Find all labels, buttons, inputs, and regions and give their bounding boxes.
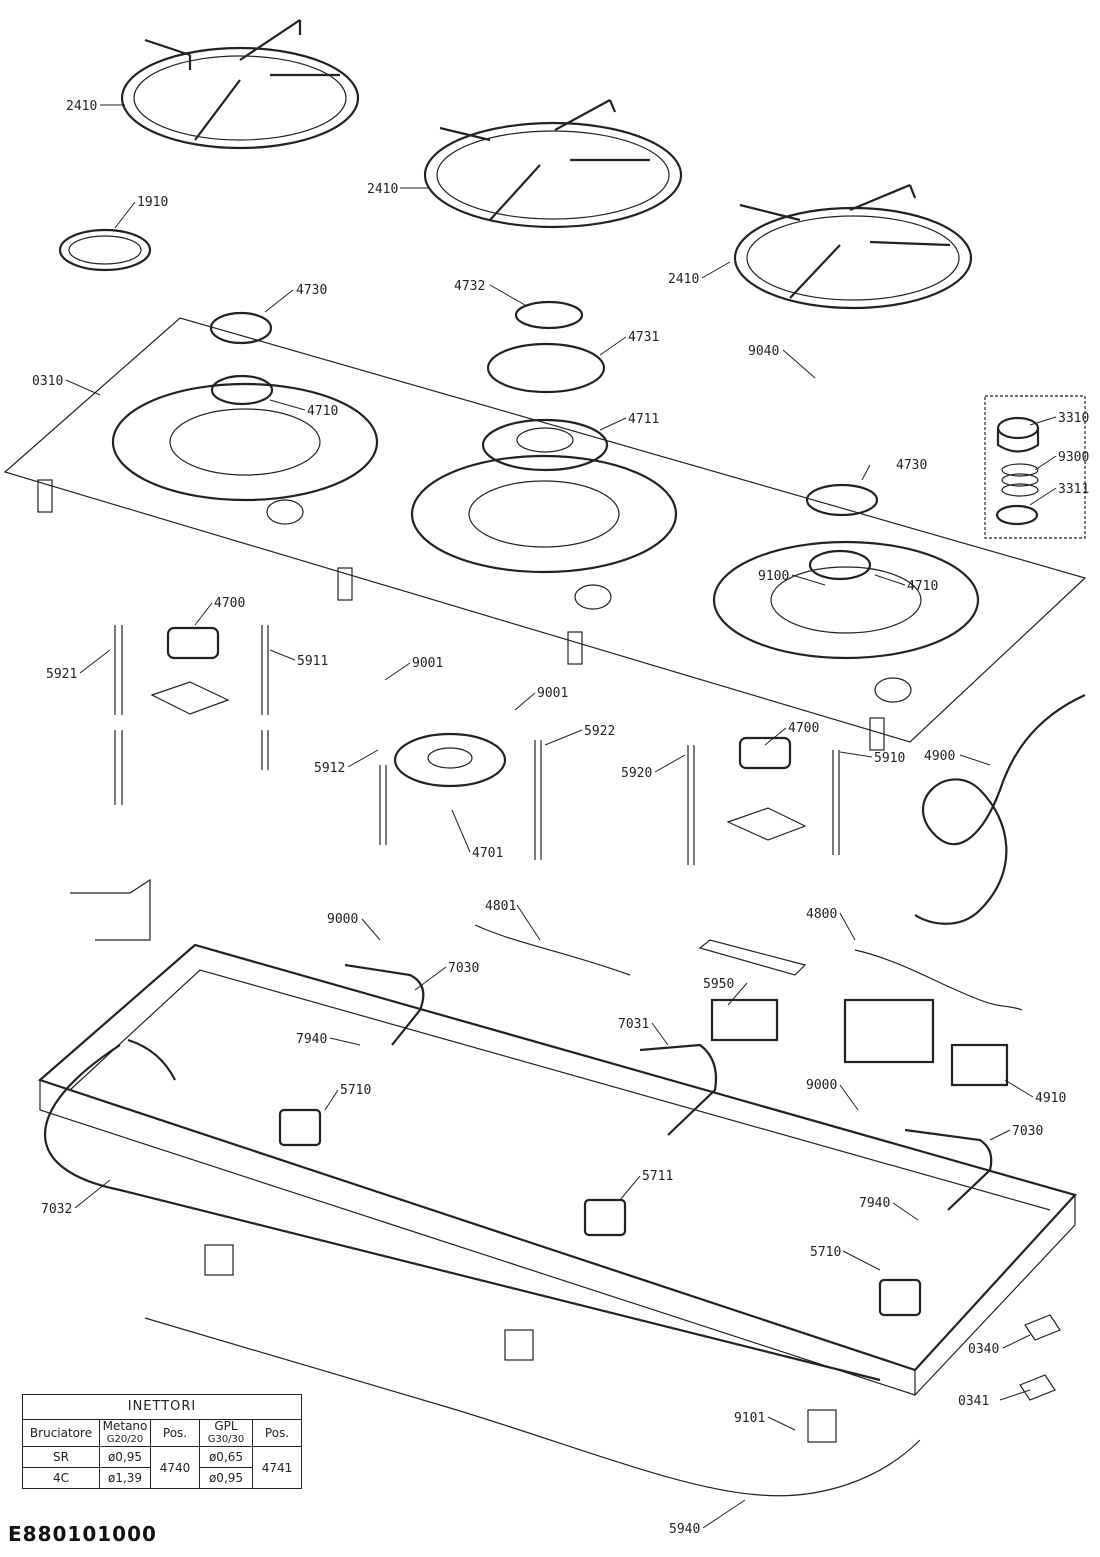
callout-4710: 4710 xyxy=(307,404,338,419)
callout-4732: 4732 xyxy=(454,279,485,294)
callout-4900: 4900 xyxy=(924,749,955,764)
burner-bodies xyxy=(150,626,807,841)
callout-4700: 4700 xyxy=(788,721,819,736)
bracket-0340 xyxy=(1024,1314,1061,1341)
callout-5950: 5950 xyxy=(703,977,734,992)
header-pos-methane: Pos. xyxy=(150,1419,200,1447)
wire-4801 xyxy=(474,924,631,976)
callout-3311: 3311 xyxy=(1058,482,1089,497)
callout-9100: 9100 xyxy=(758,569,789,584)
wire-4800 xyxy=(854,949,1023,1011)
burner-caps xyxy=(209,300,912,703)
callout-7031: 7031 xyxy=(618,1017,649,1032)
callout-5920: 5920 xyxy=(621,766,652,781)
callout-9040: 9040 xyxy=(748,344,779,359)
bottom-tray xyxy=(37,943,1078,1396)
callout-9101: 9101 xyxy=(734,1411,765,1426)
gas-pipes xyxy=(44,963,993,1382)
table-row: 4C ø1,39 ø0,95 xyxy=(22,1467,302,1489)
cell-burner: SR xyxy=(22,1446,100,1468)
gas-valves xyxy=(278,1108,922,1317)
cell-burner: 4C xyxy=(22,1467,100,1489)
pan-support-2410-left xyxy=(120,19,360,150)
table-title: INETTORI xyxy=(22,1394,302,1420)
callout-4730: 4730 xyxy=(296,283,327,298)
callout-7940: 7940 xyxy=(859,1196,890,1211)
gas-hose-4900 xyxy=(914,693,1086,925)
cell-methane: ø0,95 xyxy=(99,1446,151,1468)
header-methane-gas: G20/20 xyxy=(106,1434,144,1445)
cell-lpg: ø0,95 xyxy=(199,1467,253,1489)
header-lpg: GPL G30/30 xyxy=(199,1419,253,1447)
callout-5921: 5921 xyxy=(46,667,77,682)
small-components xyxy=(70,878,1009,1087)
pan-support-2410-center xyxy=(423,99,683,229)
callout-4800: 4800 xyxy=(806,907,837,922)
callout-7032: 7032 xyxy=(41,1202,72,1217)
cell-pos-methane: 4740 xyxy=(150,1446,200,1489)
callout-7940: 7940 xyxy=(296,1032,327,1047)
callout-5922: 5922 xyxy=(584,724,615,739)
callout-4700: 4700 xyxy=(214,596,245,611)
callout-5940: 5940 xyxy=(669,1522,700,1537)
wire-5940 xyxy=(144,1317,921,1497)
hob-top-plate-0310 xyxy=(3,317,1087,751)
callout-5710: 5710 xyxy=(810,1245,841,1260)
callout-0340: 0340 xyxy=(968,1342,999,1357)
callout-7030: 7030 xyxy=(1012,1124,1043,1139)
callout-5711: 5711 xyxy=(642,1169,673,1184)
callout-2410: 2410 xyxy=(66,99,97,114)
callout-0310: 0310 xyxy=(32,374,63,389)
callout-5911: 5911 xyxy=(297,654,328,669)
header-burner: Bruciatore xyxy=(22,1419,100,1447)
injector-table: INETTORI Bruciatore Metano G20/20 Pos. G… xyxy=(22,1394,302,1489)
callout-5910: 5910 xyxy=(874,751,905,766)
table-row: SR ø0,95 4740 ø0,65 4741 xyxy=(22,1446,302,1489)
cell-methane: ø1,39 xyxy=(99,1467,151,1489)
callout-4801: 4801 xyxy=(485,899,516,914)
callout-2410: 2410 xyxy=(367,182,398,197)
callout-5710: 5710 xyxy=(340,1083,371,1098)
callout-9001: 9001 xyxy=(537,686,568,701)
callout-leaders xyxy=(65,104,1057,1529)
gasket-ring-1910 xyxy=(58,228,152,272)
callout-4731: 4731 xyxy=(628,330,659,345)
thermocouples-and-spark-plugs xyxy=(114,625,840,865)
pan-support-2410-right xyxy=(733,183,973,310)
callout-labels: 2410 2410 2410 1910 4730 4732 4731 9040 … xyxy=(32,99,1089,1537)
callout-9001: 9001 xyxy=(412,656,443,671)
callout-1910: 1910 xyxy=(137,195,168,210)
bracket-0341 xyxy=(1019,1374,1056,1401)
callout-4701: 4701 xyxy=(472,846,503,861)
callout-4730: 4730 xyxy=(896,458,927,473)
callout-9000: 9000 xyxy=(327,912,358,927)
knob-detail-box xyxy=(984,395,1086,539)
callout-4910: 4910 xyxy=(1035,1091,1066,1106)
header-methane-label: Metano xyxy=(102,1419,148,1433)
callout-9300: 9300 xyxy=(1058,450,1089,465)
callout-9000: 9000 xyxy=(806,1078,837,1093)
header-lpg-gas: G30/30 xyxy=(207,1434,245,1445)
callout-2410: 2410 xyxy=(668,272,699,287)
header-pos-lpg: Pos. xyxy=(252,1419,302,1447)
callout-3310: 3310 xyxy=(1058,411,1089,426)
callout-5912: 5912 xyxy=(314,761,345,776)
callout-0341: 0341 xyxy=(958,1394,989,1409)
drawing-code: E880101000 xyxy=(8,1522,157,1546)
callout-7030: 7030 xyxy=(448,961,479,976)
callout-4710: 4710 xyxy=(907,579,938,594)
header-lpg-label: GPL xyxy=(214,1419,238,1433)
callout-4711: 4711 xyxy=(628,412,659,427)
hinges xyxy=(204,1244,837,1443)
cell-pos-lpg: 4741 xyxy=(252,1446,302,1489)
cell-lpg: ø0,65 xyxy=(199,1446,253,1468)
header-methane: Metano G20/20 xyxy=(99,1419,151,1447)
